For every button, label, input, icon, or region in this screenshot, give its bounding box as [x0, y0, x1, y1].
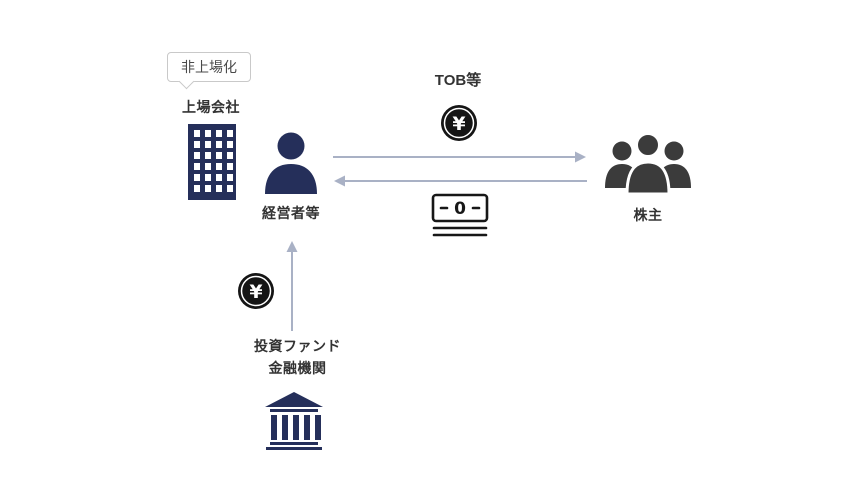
- listed-company-label: 上場会社: [182, 99, 240, 115]
- yen-coin-icon: ¥: [441, 105, 477, 141]
- banknote-zero: 0: [454, 199, 466, 219]
- yen-symbol: ¥: [249, 281, 262, 303]
- person-icon: [265, 132, 317, 194]
- delisting-callout: 非上場化: [167, 52, 251, 90]
- people-group-icon: [605, 132, 691, 196]
- funding-arrow: [286, 241, 298, 331]
- fund-label: 投資ファンド 金融機関: [225, 335, 370, 379]
- tob-arrow: [333, 151, 586, 163]
- office-building-icon: [188, 124, 236, 200]
- banknote-icon: 0: [431, 193, 489, 237]
- fund-label-line1: 投資ファンド: [254, 338, 341, 354]
- yen-symbol: ¥: [452, 113, 465, 135]
- tob-flow-label: TOB等: [434, 72, 482, 89]
- bank-building-icon: [265, 392, 323, 450]
- fund-label-line2: 金融機関: [268, 360, 327, 376]
- shareholders-label: 株主: [633, 207, 663, 223]
- yen-coin-icon: ¥: [238, 273, 274, 309]
- management-label: 経営者等: [262, 205, 320, 221]
- callout-tail: [178, 73, 195, 90]
- delisting-callout-label: 非上場化: [181, 59, 237, 75]
- payment-arrow: [334, 175, 587, 187]
